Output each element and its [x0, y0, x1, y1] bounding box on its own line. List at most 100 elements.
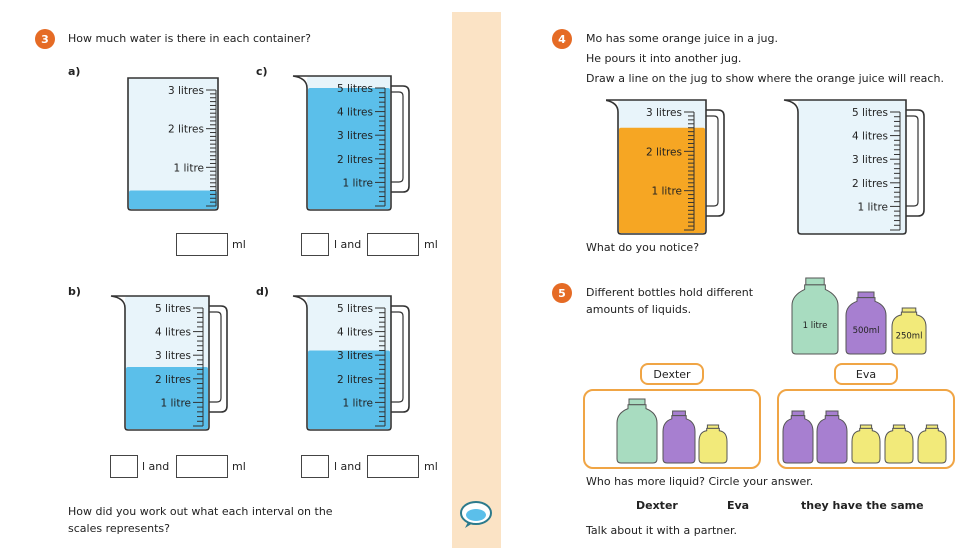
- bottle-250ml: 250ml: [891, 307, 927, 355]
- scale-label: 3 litres: [168, 85, 204, 97]
- choice-dexter[interactable]: Dexter: [636, 499, 678, 512]
- scale-label: 1 litre: [342, 177, 373, 189]
- dexter-bottle-250ml: [698, 424, 728, 464]
- jug-handle-inner: [706, 115, 719, 207]
- scale-label: 3 litres: [646, 107, 682, 119]
- scale-label: 1 litre: [342, 397, 373, 409]
- eva-bottles-box: [777, 389, 955, 469]
- jug-handle-outer: [391, 85, 410, 193]
- bottle-label: 250ml: [896, 331, 923, 341]
- eva-tag: Eva: [834, 363, 898, 385]
- jug-outline: [127, 77, 219, 211]
- scale-label: 4 litres: [337, 327, 373, 339]
- bottle-cap: [901, 307, 917, 313]
- eva-bottle-500ml-1: [782, 410, 814, 464]
- notice-text: What do you notice?: [586, 241, 700, 254]
- answer-d-litres-input[interactable]: [301, 455, 329, 478]
- jug-liquid: [126, 367, 208, 429]
- dexter-bottles-box: [583, 389, 761, 469]
- bottle-body: [884, 427, 914, 464]
- answer-b-litres-input[interactable]: [110, 455, 138, 478]
- page-gutter: [452, 12, 501, 548]
- eva-bottle-250ml-1: [851, 424, 881, 464]
- answer-c-litres-input[interactable]: [301, 233, 329, 256]
- part-c-label: c): [256, 65, 268, 78]
- bottle-cap: [859, 424, 873, 429]
- talk-text: Talk about it with a partner.: [586, 524, 738, 537]
- part-d-label: d): [256, 285, 269, 298]
- followup-line-2: scales represents?: [68, 522, 171, 535]
- question-5-line-1: Different bottles hold different: [586, 286, 754, 299]
- scale-label: 1 litre: [160, 397, 191, 409]
- bottle-body: [851, 427, 881, 464]
- bottle-500ml: 500ml: [845, 291, 887, 355]
- jug-handle-inner: [391, 91, 404, 183]
- scale-label: 3 litres: [337, 350, 373, 362]
- jug-handle-outer: [906, 109, 925, 217]
- choice-eva[interactable]: Eva: [727, 499, 750, 512]
- bottle-cap: [672, 410, 686, 417]
- jug-handle-outer: [706, 109, 725, 217]
- question-4-badge: 4: [552, 29, 572, 49]
- answer-b-ml-unit: ml: [232, 460, 246, 473]
- question-4-line-2: He pours it into another jug.: [586, 52, 742, 65]
- scale-label: 2 litres: [155, 374, 191, 386]
- jug-glass: [128, 78, 218, 210]
- question-3-text: How much water is there in each containe…: [68, 32, 311, 45]
- bottle-cap: [925, 424, 939, 429]
- bottle-cap: [706, 424, 720, 429]
- scale-label: 2 litres: [646, 146, 682, 158]
- followup-line-1: How did you work out what each interval …: [68, 505, 333, 518]
- eva-bottles: [782, 410, 947, 464]
- eva-bottle-500ml-2: [816, 410, 848, 464]
- dexter-bottle-500ml: [662, 410, 696, 464]
- jug-outline: [110, 295, 210, 431]
- answer-c-ml-input[interactable]: [367, 233, 419, 256]
- bottle-body: [698, 427, 728, 464]
- bottle-1-litre: 1 litre: [791, 277, 839, 355]
- orange-juice-jug: 3 litres 2 litres 1 litre: [606, 99, 725, 235]
- bottle-label: 500ml: [853, 326, 880, 336]
- bottle-cap: [892, 424, 906, 429]
- bottle-cap: [857, 291, 875, 299]
- bottle-cap: [805, 277, 825, 286]
- jug-outline: [292, 75, 392, 211]
- scale-label: 1 litre: [173, 162, 204, 174]
- jug-handle-inner: [391, 311, 404, 403]
- jug-outline: [606, 99, 707, 235]
- part-b-label: b): [68, 285, 81, 298]
- jug-liquid: [308, 88, 390, 209]
- jug-liquid: [619, 127, 705, 233]
- question-4-line-3: Draw a line on the jug to show where the…: [586, 72, 944, 85]
- scale-label: 2 litres: [852, 178, 888, 190]
- scale-label: 3 litres: [155, 350, 191, 362]
- bottle-body: [782, 415, 814, 464]
- jug-handle-outer: [209, 305, 228, 413]
- choice-same[interactable]: they have the same: [801, 499, 924, 512]
- scale-label: 4 litres: [852, 131, 888, 143]
- answer-b-ml-input[interactable]: [176, 455, 228, 478]
- bottle-body: [816, 415, 848, 464]
- bottle-label: 1 litre: [803, 321, 828, 331]
- dexter-bottle-1-litre: [616, 398, 658, 464]
- discussion-icon: [460, 501, 492, 528]
- answer-b-l-and: l and: [142, 460, 170, 473]
- scale-label: 4 litres: [155, 327, 191, 339]
- scale-label: 5 litres: [155, 303, 191, 315]
- jug-liquid: [129, 190, 217, 209]
- scale-label: 5 litres: [337, 303, 373, 315]
- scale-label: 2 litres: [168, 124, 204, 136]
- answer-a-ml-input[interactable]: [176, 233, 228, 256]
- part-a-label: a): [68, 65, 81, 78]
- answer-d-ml-input[interactable]: [367, 455, 419, 478]
- answer-d-ml-unit: ml: [424, 460, 438, 473]
- scale-label: 3 litres: [337, 130, 373, 142]
- scale-label: 1 litre: [651, 186, 682, 198]
- jug-glass: [798, 100, 906, 234]
- jug-outline: [783, 99, 907, 235]
- scale-label: 2 litres: [337, 154, 373, 166]
- question-4-line-1: Mo has some orange juice in a jug.: [586, 32, 778, 45]
